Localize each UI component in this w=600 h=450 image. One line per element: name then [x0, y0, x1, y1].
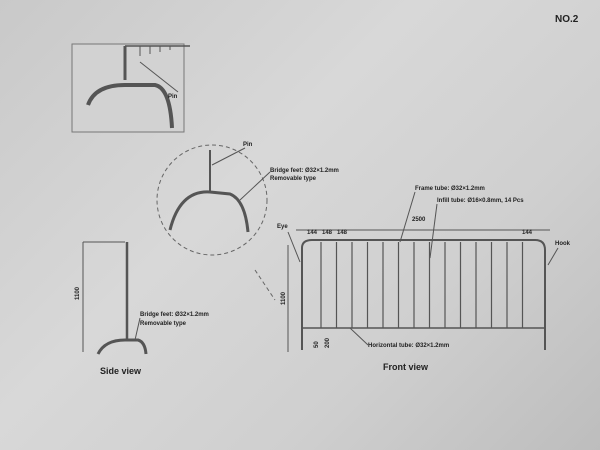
width-dim: 2500: [412, 217, 426, 223]
side-view-title: Side view: [100, 366, 142, 376]
sheet-number: NO.2: [555, 14, 579, 25]
hook-label: Hook: [555, 241, 571, 247]
pin-detail-box: Pin: [71, 43, 190, 133]
spacing-dim-3: 148: [337, 230, 348, 236]
side-feet-label: Bridge feet: Ø32×1.2mm: [140, 312, 209, 318]
detail-pin-label: Pin: [243, 142, 253, 148]
front-view-title: Front view: [383, 362, 429, 372]
side-view: 1100 Bridge feet: Ø32×1.2mm Removable ty…: [75, 241, 209, 376]
pin-label: Pin: [168, 94, 178, 100]
foot-dim-50: 50: [314, 341, 320, 348]
detail-removable-label: Removable type: [270, 176, 317, 182]
infill-tube-label: Infill tube: Ø16×0.8mm, 14 Pcs: [437, 198, 524, 204]
front-view: 2500 144 148 148 144 1100 50 200 Eye Hoo…: [277, 186, 571, 372]
eye-label: Eye: [277, 224, 288, 230]
side-removable-label: Removable type: [140, 321, 187, 327]
detail-feet-label: Bridge feet: Ø32×1.2mm: [270, 168, 339, 174]
side-height-dim: 1100: [75, 286, 81, 300]
horizontal-tube-label: Horizontal tube: Ø32×1.2mm: [368, 343, 449, 349]
bridge-feet-detail: Pin Bridge feet: Ø32×1.2mm Removable typ…: [156, 142, 339, 301]
front-height-dim: 1100: [281, 291, 287, 305]
spacing-dim-2: 148: [322, 230, 333, 236]
frame-tube-label: Frame tube: Ø32×1.2mm: [415, 186, 485, 192]
foot-dim-200: 200: [325, 337, 331, 348]
spacing-dim-1: 144: [307, 230, 318, 236]
right-spacing-dim: 144: [522, 230, 533, 236]
